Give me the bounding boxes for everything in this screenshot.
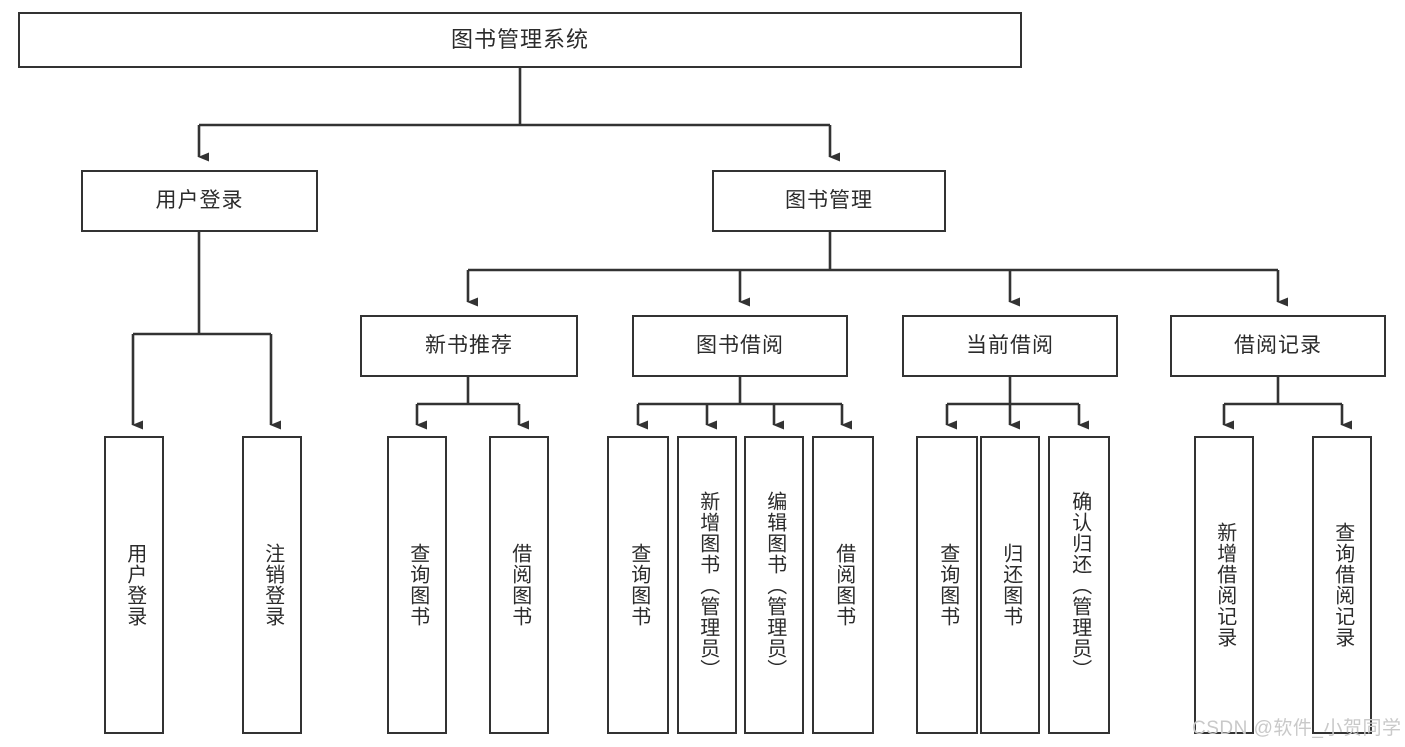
node-user-login[interactable]: 用户登录 [81, 170, 318, 232]
leaf-borrow-query-book[interactable]: 查询图书 [607, 436, 669, 734]
leaf-label: 借阅图书 [832, 543, 855, 627]
leaf-new-book-borrow[interactable]: 借阅图书 [489, 436, 549, 734]
leaf-borrow-borrow-book[interactable]: 借阅图书 [812, 436, 874, 734]
leaf-label: 借阅图书 [508, 543, 531, 627]
node-root-system[interactable]: 图书管理系统 [18, 12, 1022, 68]
leaf-label: 确认归还（管理员） [1068, 490, 1091, 680]
node-current-borrow-label: 当前借阅 [966, 334, 1054, 358]
node-root-label: 图书管理系统 [450, 26, 589, 52]
leaf-label: 注销登录 [261, 543, 284, 627]
node-current-borrow[interactable]: 当前借阅 [902, 315, 1118, 377]
leaf-current-confirm-return-admin[interactable]: 确认归还（管理员） [1048, 436, 1110, 734]
leaf-user-login-login[interactable]: 用户登录 [104, 436, 164, 734]
leaf-label: 归还图书 [999, 543, 1022, 627]
leaf-label: 用户登录 [123, 543, 146, 627]
node-borrow-record-label: 借阅记录 [1234, 334, 1322, 358]
node-book-management[interactable]: 图书管理 [712, 170, 946, 232]
node-user-login-label: 用户登录 [155, 189, 244, 213]
leaf-record-add-record[interactable]: 新增借阅记录 [1194, 436, 1254, 734]
leaf-record-query-record[interactable]: 查询借阅记录 [1312, 436, 1372, 734]
leaf-label: 查询借阅记录 [1331, 522, 1354, 648]
node-book-borrow-label: 图书借阅 [696, 334, 784, 358]
leaf-label: 新增图书（管理员） [696, 490, 719, 680]
leaf-label: 查询图书 [936, 543, 959, 627]
leaf-label: 查询图书 [627, 543, 650, 627]
leaf-label: 查询图书 [406, 543, 429, 627]
leaf-new-book-query[interactable]: 查询图书 [387, 436, 447, 734]
leaf-user-login-logout[interactable]: 注销登录 [242, 436, 302, 734]
leaf-borrow-edit-book-admin[interactable]: 编辑图书（管理员） [744, 436, 804, 734]
leaf-label: 新增借阅记录 [1213, 522, 1236, 648]
node-new-book-recommend[interactable]: 新书推荐 [360, 315, 578, 377]
leaf-label: 编辑图书（管理员） [763, 490, 786, 680]
leaf-current-query-book[interactable]: 查询图书 [916, 436, 978, 734]
node-book-management-label: 图书管理 [785, 189, 873, 213]
leaf-current-return-book[interactable]: 归还图书 [980, 436, 1040, 734]
csdn-watermark: CSDN @软件_小贺同学 [1192, 718, 1402, 739]
leaf-borrow-add-book-admin[interactable]: 新增图书（管理员） [677, 436, 737, 734]
node-new-book-recommend-label: 新书推荐 [425, 334, 513, 358]
node-borrow-record[interactable]: 借阅记录 [1170, 315, 1386, 377]
node-book-borrow[interactable]: 图书借阅 [632, 315, 848, 377]
